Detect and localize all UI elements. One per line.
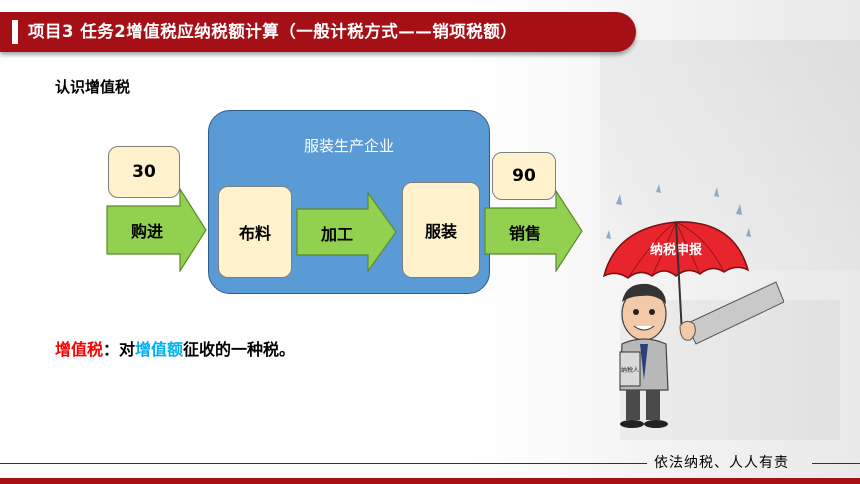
purchase-label: 购进 (131, 222, 164, 241)
title-accent (12, 20, 18, 44)
sales-amount-box: 90 (492, 152, 556, 200)
book-text: 纳税人 (621, 366, 639, 374)
definition-colon: ：对 (103, 340, 136, 359)
material-box: 布料 (218, 186, 292, 278)
product-box: 服装 (402, 182, 480, 278)
purchase-amount-box: 30 (108, 146, 180, 198)
tax-umbrella-illustration: 纳税申报 纳税人 (602, 184, 784, 428)
umbrella-text: 纳税申报 (650, 242, 703, 258)
purchase-arrow (106, 188, 207, 272)
footer-divider (812, 463, 860, 464)
section-heading: 认识增值税 (55, 78, 131, 96)
process-arrow (296, 192, 397, 272)
page-title: 项目3 任务2增值税应纳税额计算（一般计税方式——销项税额） (28, 22, 518, 41)
definition-highlight: 增值额 (135, 340, 184, 359)
process-label: 加工 (321, 225, 354, 244)
definition-rest: 征收的一种税。 (183, 340, 296, 359)
vat-definition: 增值税：对增值额征收的一种税。 (55, 336, 295, 360)
sales-label: 销售 (509, 224, 542, 243)
footer-slogan: 依法纳税、人人有责 (654, 455, 789, 471)
bottom-bar (0, 478, 860, 484)
definition-term: 增值税 (55, 340, 104, 359)
footer-divider (0, 463, 647, 464)
sales-arrow (484, 190, 583, 272)
title-bar: 项目3 任务2增值税应纳税额计算（一般计税方式——销项税额） (0, 12, 636, 52)
company-label: 服装生产企业 (303, 137, 394, 155)
